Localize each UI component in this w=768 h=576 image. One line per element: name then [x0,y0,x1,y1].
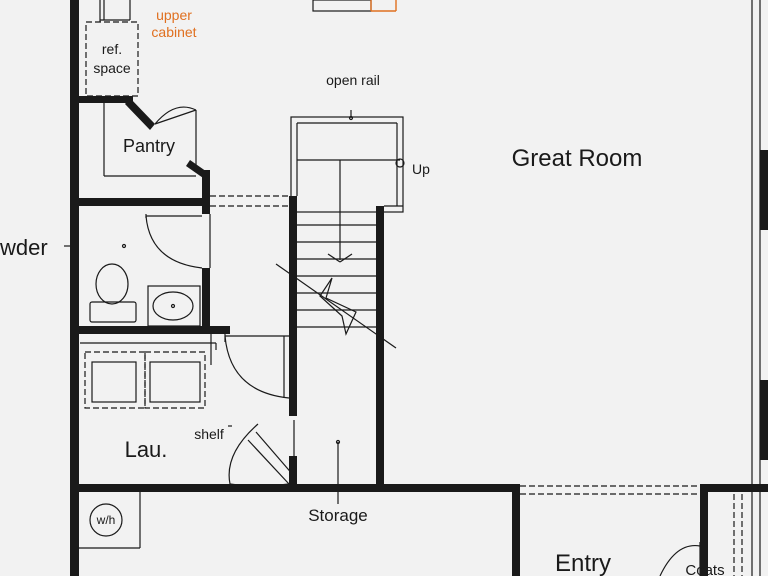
wall-powder-bottom [70,326,230,334]
wall-wh-left [70,484,78,576]
up-label: Up [412,161,430,177]
wall-pantry-bottom [70,198,210,206]
upper-cabinet-label-2: cabinet [151,24,196,40]
wall-entry-right [700,484,708,576]
wall-entry-left [512,484,520,576]
water-heater [78,492,141,549]
open-rail-label: open rail [326,72,380,88]
laundry-label: Lau. [125,437,168,462]
wall-powder-right [202,268,210,332]
right-exterior-wall [751,0,768,576]
upper-cabinet-label-1: upper [156,7,192,23]
wall-left-outer [70,0,79,576]
ref-space-outline [85,21,139,97]
water-heater-label: w/h [96,513,116,527]
wall-entry-top-right [700,484,768,492]
wall-pantry-right-lower [202,170,210,214]
coats-label: Coats [685,562,724,576]
washer [84,351,146,409]
powder-sink [147,285,201,327]
wall-storage-right [376,206,384,492]
ref-space-label-1: ref. [102,41,122,57]
stair [275,110,405,349]
labels: upper cabinet ref. space open rail Pantr… [0,7,725,576]
wall-pantry-top [78,96,133,103]
toilet [89,263,137,323]
wall-ref-left [74,0,79,100]
ref-space-label-2: space [93,60,131,76]
storage-label: Storage [308,506,368,525]
fixtures [64,0,743,576]
entry-label: Entry [555,550,611,576]
wall-stair-left [289,196,297,416]
wall-pantry-angle-right [186,160,210,180]
great-room-label: Great Room [512,145,643,172]
pantry-label: Pantry [123,136,175,156]
walls [70,0,768,576]
powder-label: wder [0,235,48,260]
shelf-label: shelf [194,426,224,442]
wall-pantry-angle [125,98,155,130]
dryer [144,351,206,409]
